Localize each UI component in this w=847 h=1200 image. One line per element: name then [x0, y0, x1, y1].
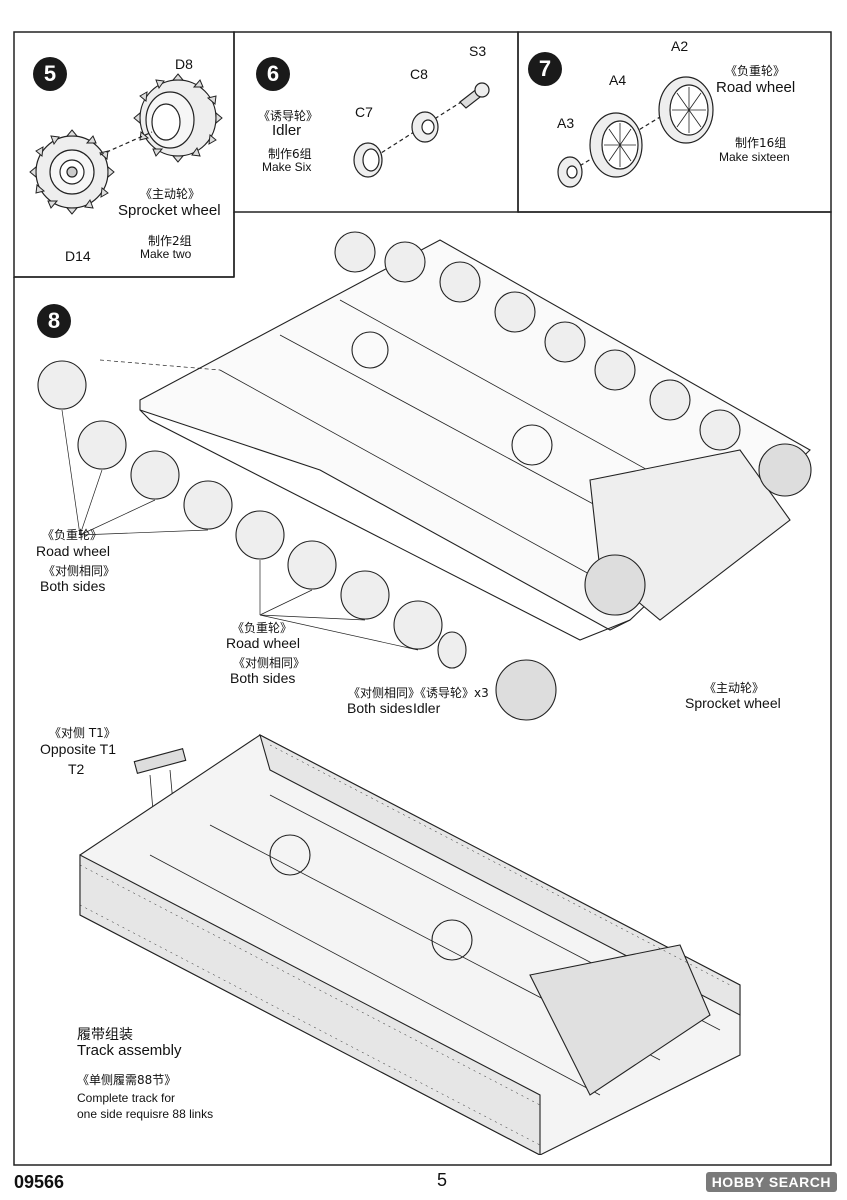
part-label-a2: A2: [671, 38, 689, 54]
part-label-a3: A3: [557, 115, 575, 131]
roadwheel-assembly-drawing: [557, 76, 714, 188]
idler-assembly-drawing: [353, 82, 490, 178]
part-label-c8: C8: [410, 66, 428, 82]
step8-roadwheel1-cn: 《负重轮》: [42, 528, 103, 542]
step8-idler-en: Idler: [413, 700, 441, 716]
page-number: 5: [437, 1170, 448, 1190]
step6-name-cn: 《诱导轮》: [258, 109, 319, 123]
part-label-d14: D14: [65, 248, 91, 264]
step5-qty-cn: 制作2组: [148, 234, 192, 248]
track-note-cn: 《单侧履需88节》: [77, 1073, 177, 1087]
sprocket-assembly-drawing: [29, 73, 223, 215]
step8-bothsides1-en: Both sides: [40, 578, 106, 594]
step7-qty-cn: 制作16组: [735, 136, 787, 150]
step8-bothsides2-en: Both sides: [230, 670, 296, 686]
step8-roadwheel1-en: Road wheel: [36, 543, 110, 559]
step-number-7: 7: [528, 52, 562, 86]
step8-sprocket-en: Sprocket wheel: [685, 695, 781, 711]
step-number-6: 6: [256, 57, 290, 91]
step8-sprocket-cn: 《主动轮》: [704, 681, 765, 695]
step8-bothsides2-cn: 《对侧相同》: [233, 656, 306, 670]
step5-name-cn: 《主动轮》: [140, 187, 201, 201]
step6-qty-en: Make Six: [262, 160, 312, 174]
track-title-cn: 履带组装: [77, 1027, 133, 1043]
part-label-d8: D8: [175, 56, 193, 72]
step-number-5: 5: [33, 57, 67, 91]
step6-name-en: Idler: [272, 122, 302, 139]
part-label-s3: S3: [469, 43, 487, 59]
step8-bothsides1-cn: 《对侧相同》: [43, 564, 116, 578]
step8-roadwheel2-en: Road wheel: [226, 635, 300, 651]
hull-suspension-drawing: [37, 231, 812, 721]
track-title-en: Track assembly: [77, 1042, 182, 1059]
step-number-8: 8: [37, 304, 71, 338]
watermark-badge: HOBBY SEARCH: [705, 1172, 837, 1192]
track-opposite-cn: 《对侧 T1》: [49, 726, 116, 740]
track-opposite-en: Opposite T1: [40, 741, 117, 757]
step8-roadwheel2-cn: 《负重轮》: [232, 621, 293, 635]
track-assembly-drawing: [79, 733, 741, 1155]
step7-name-cn: 《负重轮》: [725, 64, 786, 78]
part-label-c7: C7: [355, 104, 373, 120]
part-label-t2: T2: [68, 761, 85, 777]
watermark-text: HOBBY SEARCH: [711, 1174, 831, 1190]
track-note-en-1: Complete track for: [77, 1091, 176, 1105]
step8-idler-cn: 《对侧相同》《诱导轮》x3: [348, 686, 489, 700]
track-note-en-2: one side requisre 88 links: [77, 1107, 214, 1121]
step8-idler-bothsides-en: Both sides: [347, 700, 413, 716]
step5-qty-en: Make two: [140, 247, 192, 261]
step6-qty-cn: 制作6组: [268, 147, 312, 161]
step7-qty-en: Make sixteen: [719, 150, 790, 164]
product-code: 09566: [14, 1172, 65, 1192]
part-label-a4: A4: [609, 72, 627, 88]
step7-name-en: Road wheel: [716, 79, 796, 96]
step5-name-en: Sprocket wheel: [118, 202, 221, 219]
